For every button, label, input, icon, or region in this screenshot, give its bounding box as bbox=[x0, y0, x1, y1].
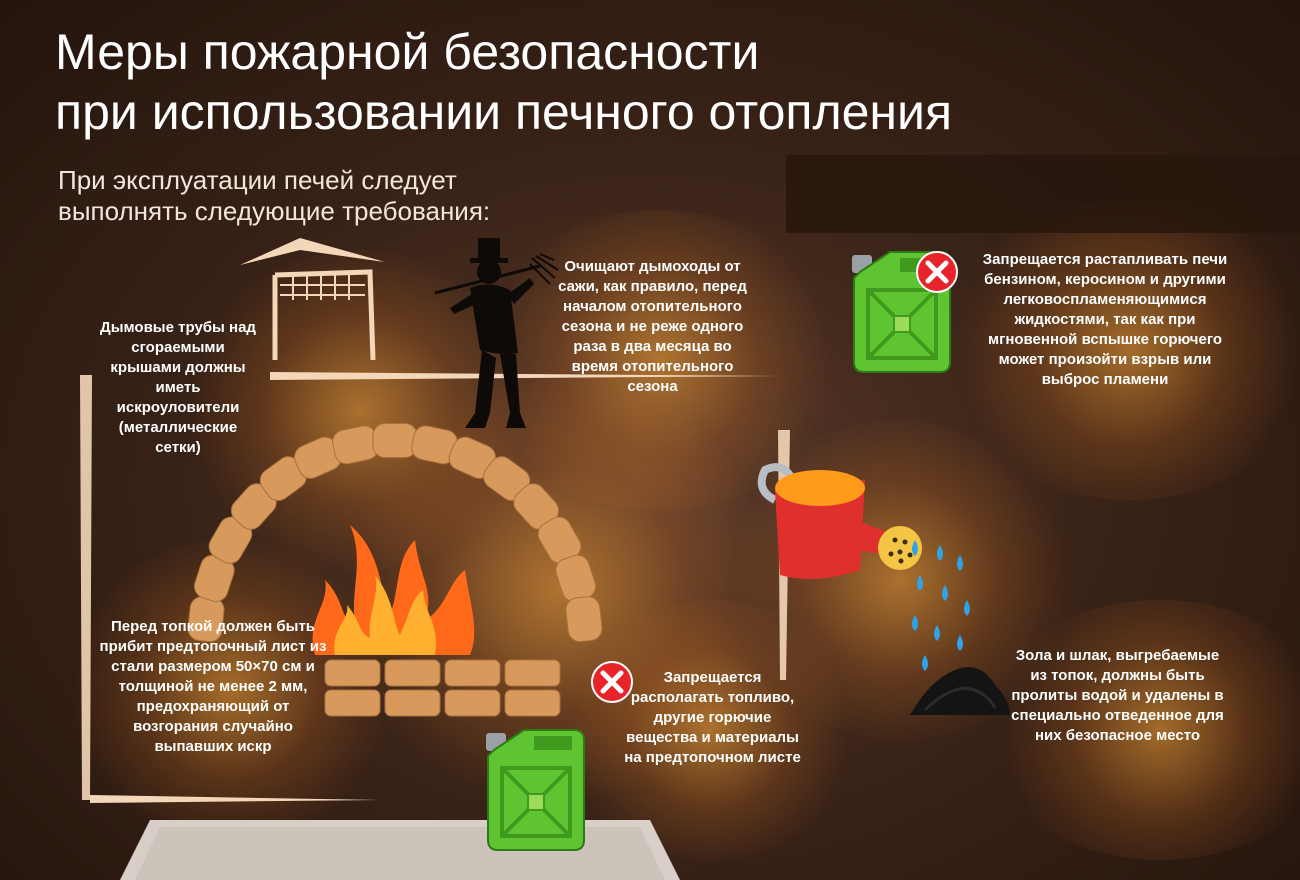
water-drops bbox=[912, 540, 970, 671]
prohibit-x-icon bbox=[916, 251, 958, 293]
header-dark-band bbox=[786, 155, 1300, 233]
page-subtitle: При эксплуатации печей следует выполнять… bbox=[58, 165, 490, 227]
title-line-2: при использовании печного отопления bbox=[55, 84, 953, 140]
note-ash-disposal: Зола и шлак, выгребаемые из топок, должн… bbox=[1011, 647, 1224, 744]
note-pre-furnace-sheet: Перед топкой должен быть прибит предтопо… bbox=[99, 618, 327, 755]
arch-brick bbox=[372, 423, 418, 458]
arch-brick bbox=[565, 596, 603, 643]
ash-pile-icon bbox=[910, 667, 1010, 715]
note-chimney-mesh: Дымовые трубы над сгораемыми крышами дол… bbox=[100, 319, 256, 456]
subtitle-line-1: При эксплуатации печей следует bbox=[58, 165, 457, 195]
roof-spark-arrester-icon bbox=[272, 269, 376, 361]
chimney-sweep-icon bbox=[434, 238, 559, 428]
note-no-fuel-on-sheet: Запрещается располагать топливо, другие … bbox=[624, 669, 801, 766]
pre-furnace-sheet bbox=[120, 820, 680, 880]
fire-icon bbox=[312, 525, 475, 655]
prohibit-x-icon bbox=[591, 661, 633, 703]
title-line-1: Меры пожарной безопасности bbox=[55, 24, 760, 80]
page-title: Меры пожарной безопасности при использов… bbox=[55, 22, 952, 142]
note-chimney-cleaning: Очищают дымоходы от сажи, как правило, п… bbox=[558, 258, 747, 395]
watering-can-icon bbox=[757, 463, 922, 579]
fuel-canister-icon bbox=[486, 729, 585, 851]
subtitle-line-2: выполнять следующие требования: bbox=[58, 196, 491, 226]
note-no-gasoline: Запрещается растапливать печи бензином, … bbox=[982, 251, 1228, 388]
